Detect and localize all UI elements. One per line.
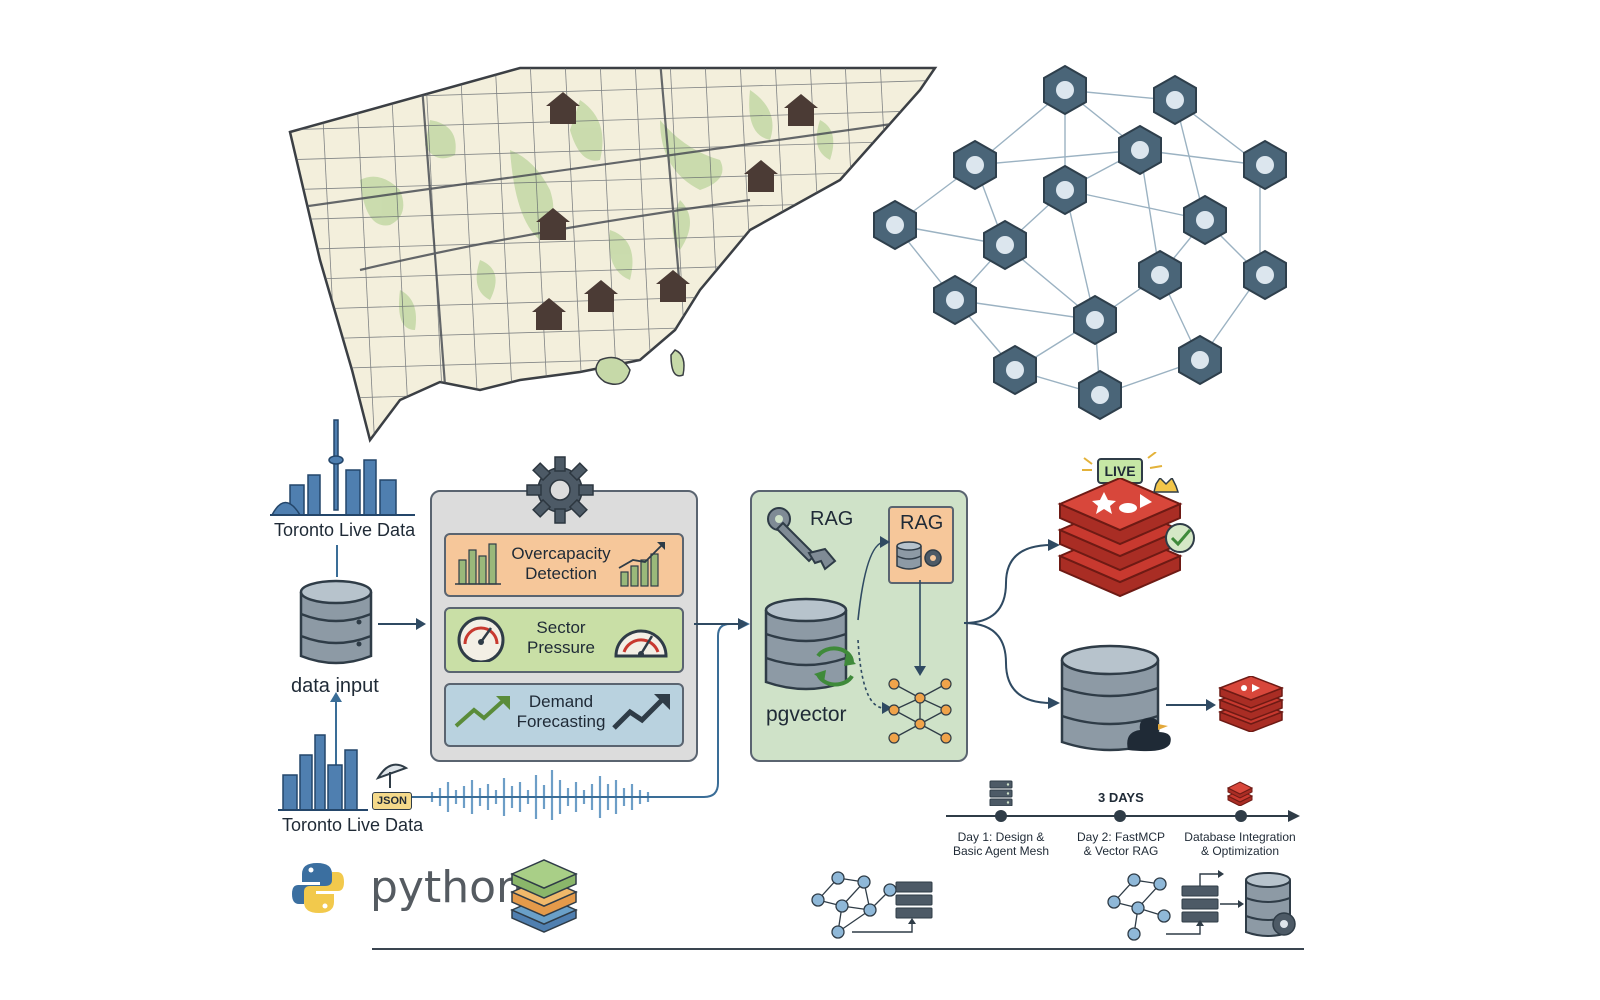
agent-node-icon [873, 64, 1287, 421]
timeline-step-1: Day 1: Design & Basic Agent Mesh [952, 830, 1050, 858]
gear-icon [526, 456, 594, 524]
redis-mini-icon [1226, 781, 1254, 806]
gauge-icon [457, 616, 505, 662]
database-gear-icon [896, 541, 942, 570]
server-rack-icon [989, 780, 1013, 806]
pgvector-database-icon [764, 597, 856, 691]
toronto-map [288, 66, 938, 443]
rag-box-label: RAG [900, 512, 944, 534]
data-input-database-icon [299, 579, 373, 665]
python-wordmark: python [370, 862, 524, 913]
redis-small-stack-icon [1218, 676, 1284, 732]
arrow-to-rag [694, 618, 748, 630]
toronto-skyline-satellite-icon [278, 734, 409, 811]
source-connector-top [336, 545, 338, 577]
gauge-icon [614, 629, 668, 658]
redis-live-stack-icon [1057, 478, 1195, 598]
source-label-top: Toronto Live Data [274, 520, 416, 540]
agent-mesh-to-server-icon [811, 871, 933, 939]
timeline-title: 3 DAYS [1098, 790, 1144, 805]
arrow-up-to-database [330, 692, 342, 768]
trend-up-icon [612, 694, 670, 730]
layered-stack-icon [510, 859, 578, 933]
sparkle-icon [1082, 452, 1163, 471]
rag-tool-label: RAG [810, 508, 854, 530]
agent-mesh-network [873, 64, 1287, 421]
rag-connectors [857, 536, 926, 714]
footer-divider [372, 948, 1304, 950]
mesh-server-database-icon [1107, 870, 1296, 941]
wrench-icon [767, 507, 837, 571]
timeline-step-2: Day 2: FastMCP & Vector RAG [1076, 830, 1166, 858]
data-input-label: data input [291, 675, 379, 697]
pgvector-label: pgvector [766, 703, 847, 726]
trend-bar-chart-icon [618, 542, 665, 587]
timeline-axis [946, 810, 1300, 822]
arrow-to-processing [378, 618, 426, 630]
arrow-to-redis-small [1166, 699, 1216, 711]
timeline-step-3: Database Integration & Optimization [1184, 830, 1296, 858]
bar-chart-icon [455, 543, 501, 585]
overcapacity-detection-label: Overcapacity Detection [511, 544, 611, 583]
toronto-skyline-icon [270, 419, 415, 516]
json-tag: JSON [372, 792, 412, 810]
output-fork-arrows [964, 539, 1060, 709]
neural-network-icon [888, 678, 952, 744]
source-label-bottom: Toronto Live Data [282, 815, 424, 835]
house-icon [532, 92, 818, 330]
trend-up-icon [454, 696, 510, 728]
sector-pressure-label: Sector Pressure [526, 618, 596, 657]
python-logo-icon [292, 863, 344, 913]
duckdb-database-icon [1060, 644, 1171, 752]
demand-forecasting-label: Demand Forecasting [516, 692, 606, 731]
